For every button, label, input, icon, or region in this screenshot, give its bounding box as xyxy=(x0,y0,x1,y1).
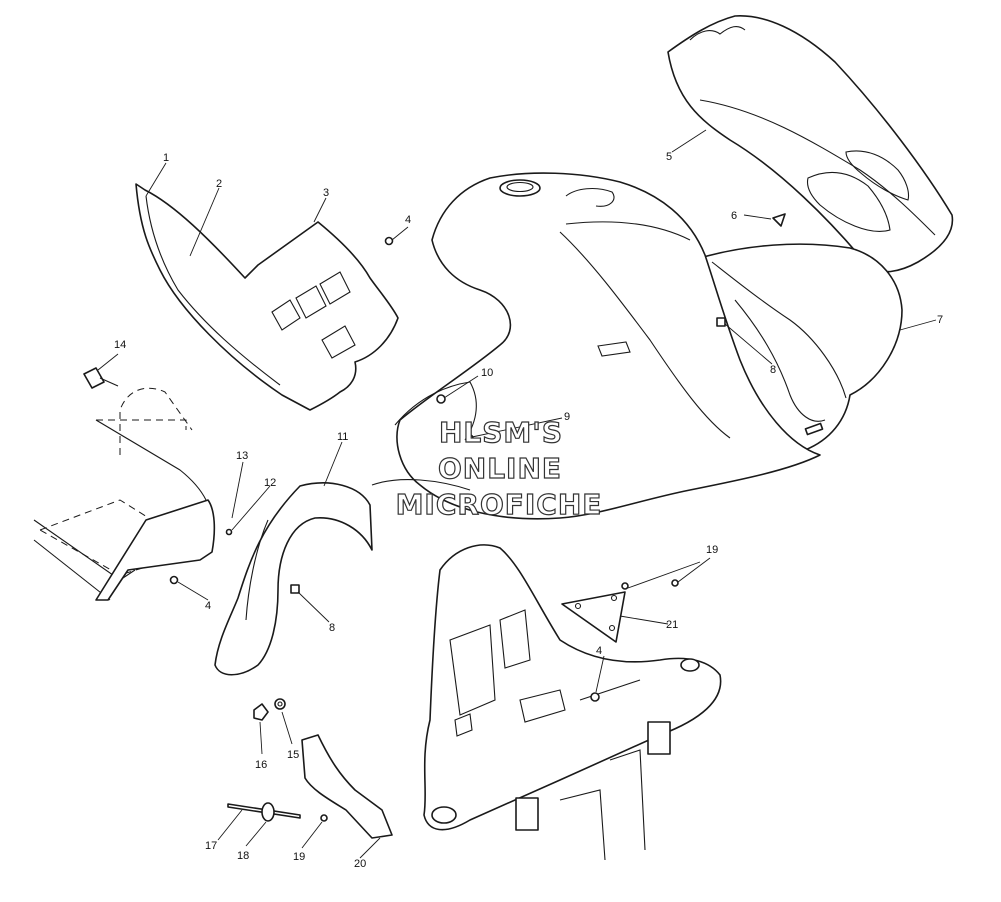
callout-19: 19 xyxy=(706,544,718,556)
callout-9: 9 xyxy=(564,411,570,423)
callouts: 1 2 3 4 5 6 7 8 9 10 11 12 13 14 4 8 15 … xyxy=(114,151,943,870)
hardware-parts xyxy=(83,213,786,822)
callout-14: 14 xyxy=(114,339,126,351)
callout-5: 5 xyxy=(666,151,672,163)
plate-part xyxy=(561,591,626,643)
side-guard-part xyxy=(214,482,373,676)
watermark: HLSM'S ONLINE MICROFICHE xyxy=(395,415,603,521)
callout-4: 4 xyxy=(405,214,411,226)
watermark-line-1: HLSM'S xyxy=(439,416,563,449)
callout-19: 19 xyxy=(293,851,305,863)
callout-2: 2 xyxy=(216,178,222,190)
callout-15: 15 xyxy=(287,749,299,761)
callout-11: 11 xyxy=(337,431,348,443)
footwell-panel-part xyxy=(135,183,399,411)
mud-flap-part xyxy=(301,734,393,839)
callout-17: 17 xyxy=(205,840,217,852)
callout-12: 12 xyxy=(264,477,276,489)
rear-cover-part xyxy=(667,15,954,273)
callout-7: 7 xyxy=(937,314,943,326)
callout-6: 6 xyxy=(731,210,737,222)
callout-16: 16 xyxy=(255,759,267,771)
callout-8: 8 xyxy=(770,364,776,376)
front-fender-part xyxy=(371,172,821,520)
callout-8: 8 xyxy=(329,622,335,634)
callout-13: 13 xyxy=(236,450,248,462)
callout-3: 3 xyxy=(323,187,329,199)
watermark-line-2: ONLINE xyxy=(438,452,562,485)
callout-20: 20 xyxy=(354,858,366,870)
callout-4: 4 xyxy=(205,600,211,612)
footrest-part xyxy=(33,387,216,601)
callout-21: 21 xyxy=(666,619,678,631)
leader-lines xyxy=(97,129,937,859)
callout-10: 10 xyxy=(481,367,493,379)
callout-1: 1 xyxy=(163,152,169,164)
callout-18: 18 xyxy=(237,850,249,862)
frame-part xyxy=(423,544,722,861)
callout-4: 4 xyxy=(596,645,602,657)
watermark-line-3: MICROFICHE xyxy=(396,488,603,521)
